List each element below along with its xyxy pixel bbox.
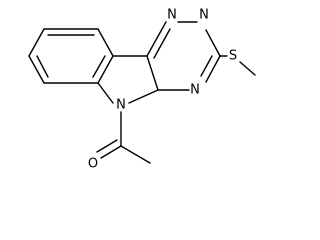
atom-label-s: S — [229, 49, 237, 64]
bond-c5a-n5 — [128, 89, 159, 104]
bond-carbonyl-methyl — [120, 145, 151, 164]
bond-c9b-n1-inner — [153, 28, 171, 59]
atom-label-n4: N — [190, 83, 200, 98]
atom-label-n5: N — [116, 98, 126, 113]
bond-c3-n4 — [205, 55, 221, 83]
bond-benzene-3 — [97, 55, 114, 84]
bond-benzene-6 — [28, 28, 45, 57]
bond-benzene-5-inner — [36, 55, 49, 78]
bond-c3-n4-inner — [200, 55, 213, 77]
atom-label-n1: N — [167, 8, 177, 23]
bond-benzene-3-inner — [92, 55, 106, 78]
molecule-diagram: N N N N S O — [28, 7, 256, 172]
bond-carbonyl-oxygen — [100, 145, 122, 159]
bond-carbonyl-oxygen-double — [96, 139, 118, 153]
bond-benzene-5 — [28, 55, 45, 84]
atom-label-o: O — [88, 157, 98, 172]
bond-benzene-2 — [97, 28, 114, 57]
atom-label-n2: N — [199, 8, 209, 23]
bond-c9b-n1 — [146, 21, 167, 57]
bond-s-ch3 — [239, 61, 256, 76]
bond-n2-c3 — [205, 29, 221, 57]
bond-n5-c4b — [97, 82, 114, 104]
structure-svg: N N N N S O — [28, 8, 256, 172]
bond-c9b-c5a — [146, 55, 159, 91]
